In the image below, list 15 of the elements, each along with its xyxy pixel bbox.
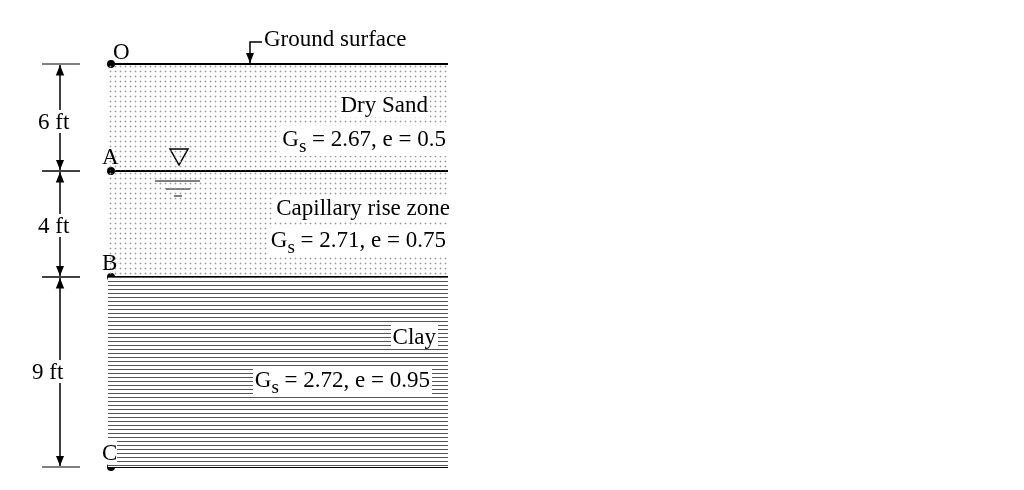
soil-properties: G$_{s}$ = 2.67, e = 0.5 (280, 126, 448, 156)
dimension-label: 6 ft (38, 110, 70, 133)
dimension-label: 9 ft (32, 360, 64, 383)
soil-properties: G$_{s}$ = 2.72, e = 0.95 (252, 367, 432, 397)
layer-name: Capillary rise zone (274, 195, 452, 221)
point-label: A (102, 145, 119, 168)
point-label: C (102, 441, 118, 464)
point-label: B (102, 251, 118, 274)
soil-properties: G$_{s}$ = 2.71, e = 0.75 (268, 227, 448, 257)
leader-arrow (245, 41, 263, 64)
point-label: O (113, 40, 130, 63)
surface-label: Ground surface (263, 26, 408, 52)
layer-name: Clay (390, 324, 438, 350)
dimension-label: 4 ft (38, 214, 70, 237)
layer-name: Dry Sand (338, 92, 430, 118)
